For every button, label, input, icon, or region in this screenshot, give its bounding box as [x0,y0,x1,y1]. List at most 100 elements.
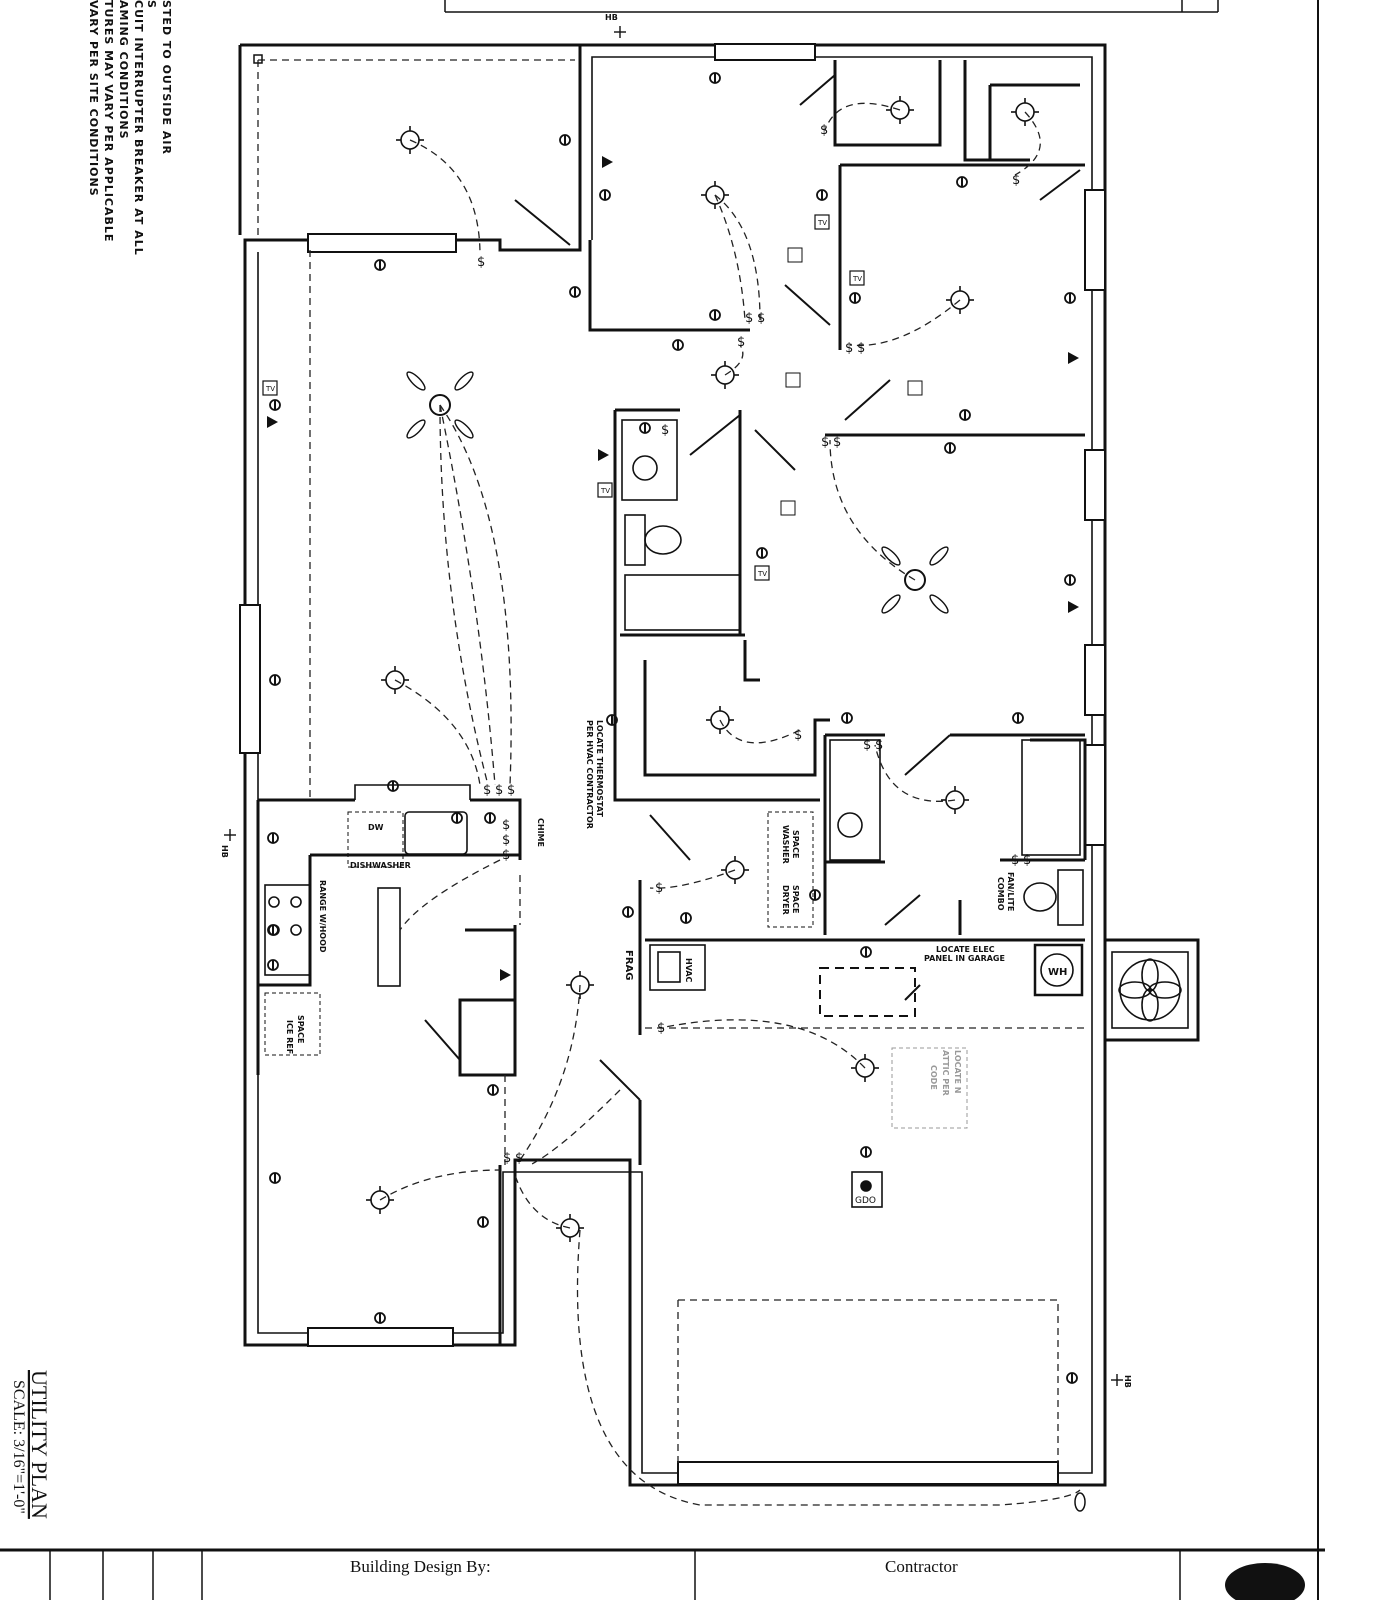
switch-icon: $ [821,435,829,450]
switch-icon: $ [863,738,871,753]
switch-icon: $ [845,341,853,356]
ice-ref-space [264,992,321,1056]
ceiling-fan-icon [429,394,451,416]
tv-outlet-icon [262,380,278,396]
switch-icon: $ [495,783,503,798]
range [264,884,311,976]
thermostat-label: LOCATE THERMOSTAT [595,720,604,817]
phone-jack-icon [1068,352,1079,364]
switch-icon: $ [507,783,515,798]
switch-icon: $ [477,255,485,270]
washer-label: WASHER [781,825,790,864]
ice-ref-label: ICE REF [285,1020,294,1054]
hvac-unit [649,944,706,991]
kitchen-window-bay [354,784,471,800]
gdo-box [851,1171,883,1208]
switch-icon: $ [502,818,510,833]
contractor-label: Contractor [885,1557,958,1576]
tv-outlet-label: TV [600,487,610,495]
attic-label-2: ATTIC PER [941,1050,950,1096]
switch-icon: $ [503,1151,511,1166]
phone-jack-icon [267,416,278,428]
ceiling-fan-icon [904,569,926,591]
dishwasher-space [347,811,404,868]
exterior-walls [239,43,1107,1487]
dw-label: DW [368,823,384,832]
attic-label: LOCATE N [953,1050,962,1093]
chime-label: CHIME [536,818,545,847]
switch-icon: $ [483,783,491,798]
smoke-detector-icon [787,247,803,263]
general-notes: VARY PER SITE CONDITIONS TURES MAY VARY … [87,0,173,256]
vanity-2 [829,739,881,861]
interior-walls [256,60,1200,1465]
tv-outlet-label: TV [265,385,275,393]
switch-icon: $ [655,881,663,896]
ac-condenser [1111,951,1189,1029]
switch-icon: $ [657,1021,665,1036]
water-heater [1033,943,1084,997]
switch-icon: $ [737,335,745,350]
elec-panel-label: LOCATE ELEC [936,945,995,954]
switch-icon: $ [502,848,510,863]
switch-icon: $ [875,738,883,753]
ice-ref-space-label: SPACE [296,1015,305,1043]
dryer-space-label: SPACE [791,885,800,913]
hose-bib-label: HB [1123,1375,1132,1388]
toilet-tank-2 [1057,869,1084,926]
tv-outlet-icon [849,270,865,286]
kitchen-sink [404,811,468,855]
switch-icon: $ [502,833,510,848]
plan-scale: SCALE: 3/16"=1'-0" [10,1380,27,1514]
switch-icon: $ [745,311,753,326]
dishwasher-label: DISHWASHER [350,861,411,870]
fixtures [264,419,1189,1208]
switch-icon: $ [661,423,669,438]
tv-outlet-icon [754,565,770,581]
fan-lite-label-2: COMBO [996,877,1005,911]
tv-outlet-label: TV [852,275,862,283]
smoke-detector-icon [907,380,923,396]
toilet-tank-1 [624,514,646,566]
water-heater-label: WH [1048,967,1067,978]
washer-space-label: SPACE [791,830,800,858]
tv-outlet-label: TV [817,219,827,227]
hose-bib-label: HB [605,13,618,22]
patio-outline [238,43,580,235]
smoke-detector-icon [780,500,796,516]
attic-access [819,967,916,1017]
switch-icon: $ [820,123,828,138]
switch-icon: $ [794,728,802,743]
tv-outlet-icon [814,214,830,230]
kitchen-island [377,887,401,987]
range-label: RANGE W/HOOD [318,880,327,953]
phone-jack-icon [500,969,511,981]
attic-note-box [891,1047,968,1129]
plan-labels: HB HB HB DISHWASHER DW RANGE W/HOOD ICE … [220,13,1132,1388]
dryer-label: DRYER [781,885,790,915]
vanity-1 [621,419,678,501]
switch-icon: $ [515,1151,523,1166]
switch-icon: $ [757,311,765,326]
note-1: VARY PER SITE CONDITIONS [87,0,100,197]
plan-title: UTILITY PLAN [27,1370,52,1519]
switch-icon: $ [1012,173,1020,188]
phone-jack-icon [602,156,613,168]
bathtub-2 [1021,739,1081,856]
tv-outlet-label: TV [757,570,767,578]
note-3: AMING CONDITIONS [117,0,130,140]
wiring-circuits [379,102,1081,1506]
door-swings [424,74,1081,1101]
note-2: TURES MAY VARY PER APPLICABLE [102,0,115,242]
switch-icon: $ [833,435,841,450]
tv-outlet-icon [597,482,613,498]
switch-icon: $ [1011,853,1019,868]
smoke-detector-icon [785,372,801,388]
fan-lite-label: FAN/LITE [1006,872,1015,911]
gdo-label: GDO [855,1196,876,1206]
note-4: CUIT INTERRUPTER BREAKER AT ALL [132,0,145,256]
designer-label: Building Design By: [350,1557,491,1576]
seal [1225,1563,1305,1600]
